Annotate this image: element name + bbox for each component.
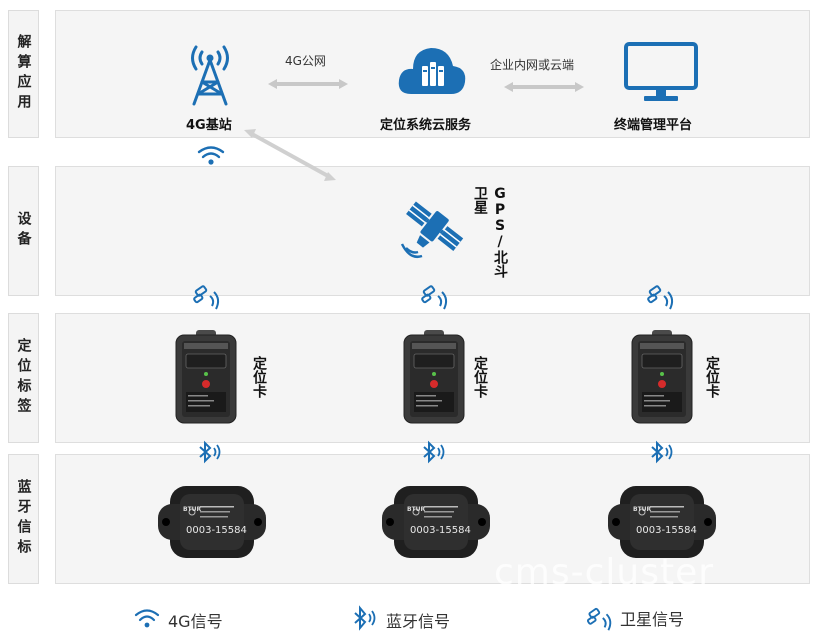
- satellite-label: GPS/北斗卫星: [472, 186, 508, 278]
- satellite-signal-icon: [190, 282, 222, 310]
- tag-label-1: 定位卡: [251, 356, 267, 398]
- monitor-icon: [624, 42, 698, 104]
- bluetooth-icon: [196, 440, 224, 464]
- terminal-label: 终端管理平台: [614, 118, 693, 133]
- satellite-signal-icon: [418, 282, 450, 310]
- station-label: 4G基站: [186, 118, 232, 133]
- tag-label-2: 定位卡: [472, 356, 488, 398]
- watermark: cms-cluster: [494, 552, 715, 593]
- section-label-jiesuan: 解算应用: [8, 10, 39, 138]
- legend-satellite: 卫星信号: [620, 610, 685, 629]
- cloud-server-icon: [397, 40, 467, 98]
- beacon-code-1: 0003-15584: [186, 525, 247, 536]
- satellite-signal-icon: [644, 282, 676, 310]
- tag-device-1: [174, 330, 238, 424]
- bluetooth-icon: [352, 605, 378, 631]
- beacon-brand-3: BTUR: [633, 506, 652, 513]
- tag-label-3: 定位卡: [704, 356, 720, 398]
- link2-label: 企业内网或云端: [490, 58, 575, 72]
- legend-4g: 4G信号: [168, 612, 223, 631]
- beacon-brand-1: BTUR: [183, 506, 202, 513]
- tag-device-3: [630, 330, 694, 424]
- link1-arrow: [268, 74, 348, 89]
- beacon-device-2: [380, 484, 492, 560]
- section-label-biaoqian: 定位标签: [8, 313, 39, 443]
- link2-arrow: [504, 77, 584, 92]
- section-label-shebei: 设备: [8, 166, 39, 296]
- satellite-icon: [398, 190, 470, 264]
- beacon-code-3: 0003-15584: [636, 525, 697, 536]
- antenna-icon: [180, 42, 240, 107]
- beacon-brand-2: BTUR: [407, 506, 426, 513]
- beacon-code-2: 0003-15584: [410, 525, 471, 536]
- beacon-device-3: [606, 484, 718, 560]
- bluetooth-icon: [420, 440, 448, 464]
- section-label-xinbiao: 蓝牙信标: [8, 454, 39, 584]
- wifi-icon: [196, 146, 226, 166]
- diagonal-arrow: [244, 128, 336, 182]
- beacon-device-1: [156, 484, 268, 560]
- legend-bluetooth: 蓝牙信号: [386, 612, 451, 631]
- bluetooth-icon: [648, 440, 676, 464]
- cloud-label: 定位系统云服务: [380, 118, 472, 133]
- wifi-icon: [134, 608, 160, 628]
- satellite-signal-icon: [584, 604, 614, 632]
- link1-label: 4G公网: [285, 54, 326, 68]
- tag-device-2: [402, 330, 466, 424]
